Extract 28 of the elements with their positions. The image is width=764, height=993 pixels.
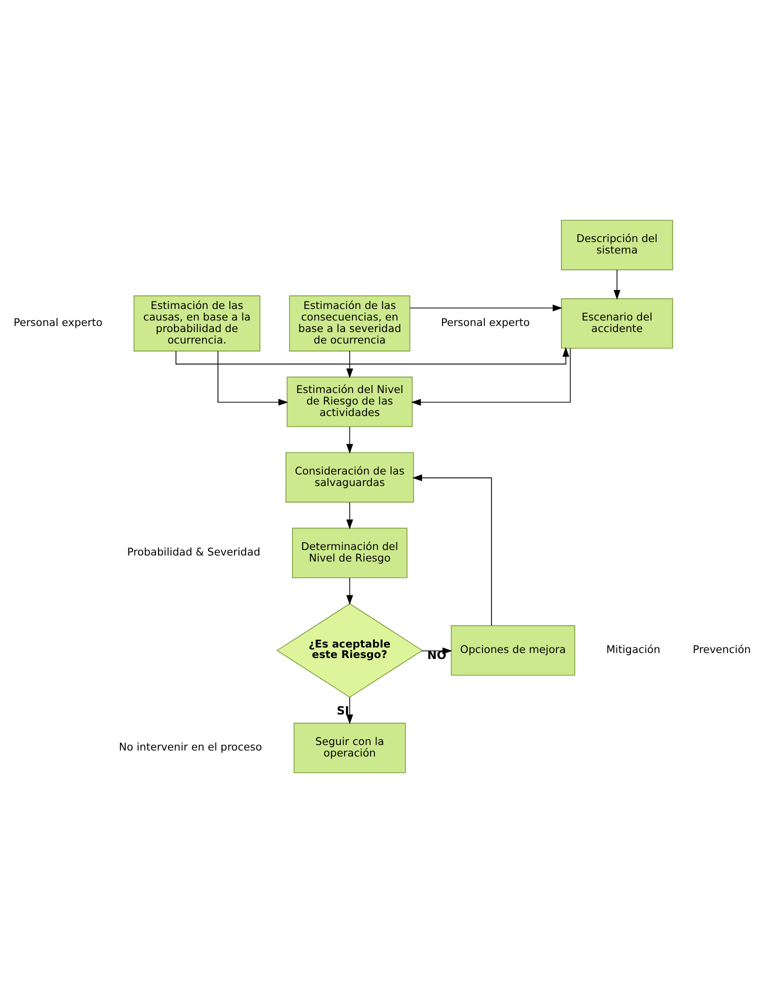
node-label: Personal experto xyxy=(440,317,530,330)
node-label: Mitigación xyxy=(606,644,660,656)
node-box: Estimación de las consecuencias, en base a la severidad de ocurrencia xyxy=(289,295,410,352)
node-box: Consideración de las salvaguardas xyxy=(286,452,414,503)
node-diamond: ¿Es aceptable este Riesgo? xyxy=(276,603,424,698)
arrow xyxy=(176,347,570,364)
node-box: Escenario del accidente xyxy=(560,298,674,349)
arrow xyxy=(218,350,288,406)
node-box: Descripción del sistema xyxy=(560,220,674,270)
arrow xyxy=(614,269,620,300)
node-label: No intervenir en el proceso xyxy=(118,742,262,754)
node-box: Seguir con la operación xyxy=(294,722,406,774)
arrow xyxy=(346,502,354,530)
arrow xyxy=(346,696,354,724)
node-label: Probabilidad & Severidad xyxy=(127,546,260,559)
arrow xyxy=(346,350,354,378)
node-box: Estimación del Nivel de Riesgo de las actividades xyxy=(286,376,413,428)
node-label: Personal experto xyxy=(14,317,102,330)
arrow xyxy=(346,426,354,454)
node-box: Determinación del Nivel de Riesgo xyxy=(292,528,408,578)
node-label: Prevención xyxy=(692,644,751,656)
arrow xyxy=(410,304,562,312)
node-box: Opciones de mejora xyxy=(450,625,576,676)
arrow xyxy=(346,577,354,605)
arrow xyxy=(412,474,492,626)
node-box: Estimación de las causas, en base a la probabilidad de ocurrencia. xyxy=(134,295,260,352)
arrow xyxy=(411,348,571,406)
edge-label: SI xyxy=(336,703,350,718)
